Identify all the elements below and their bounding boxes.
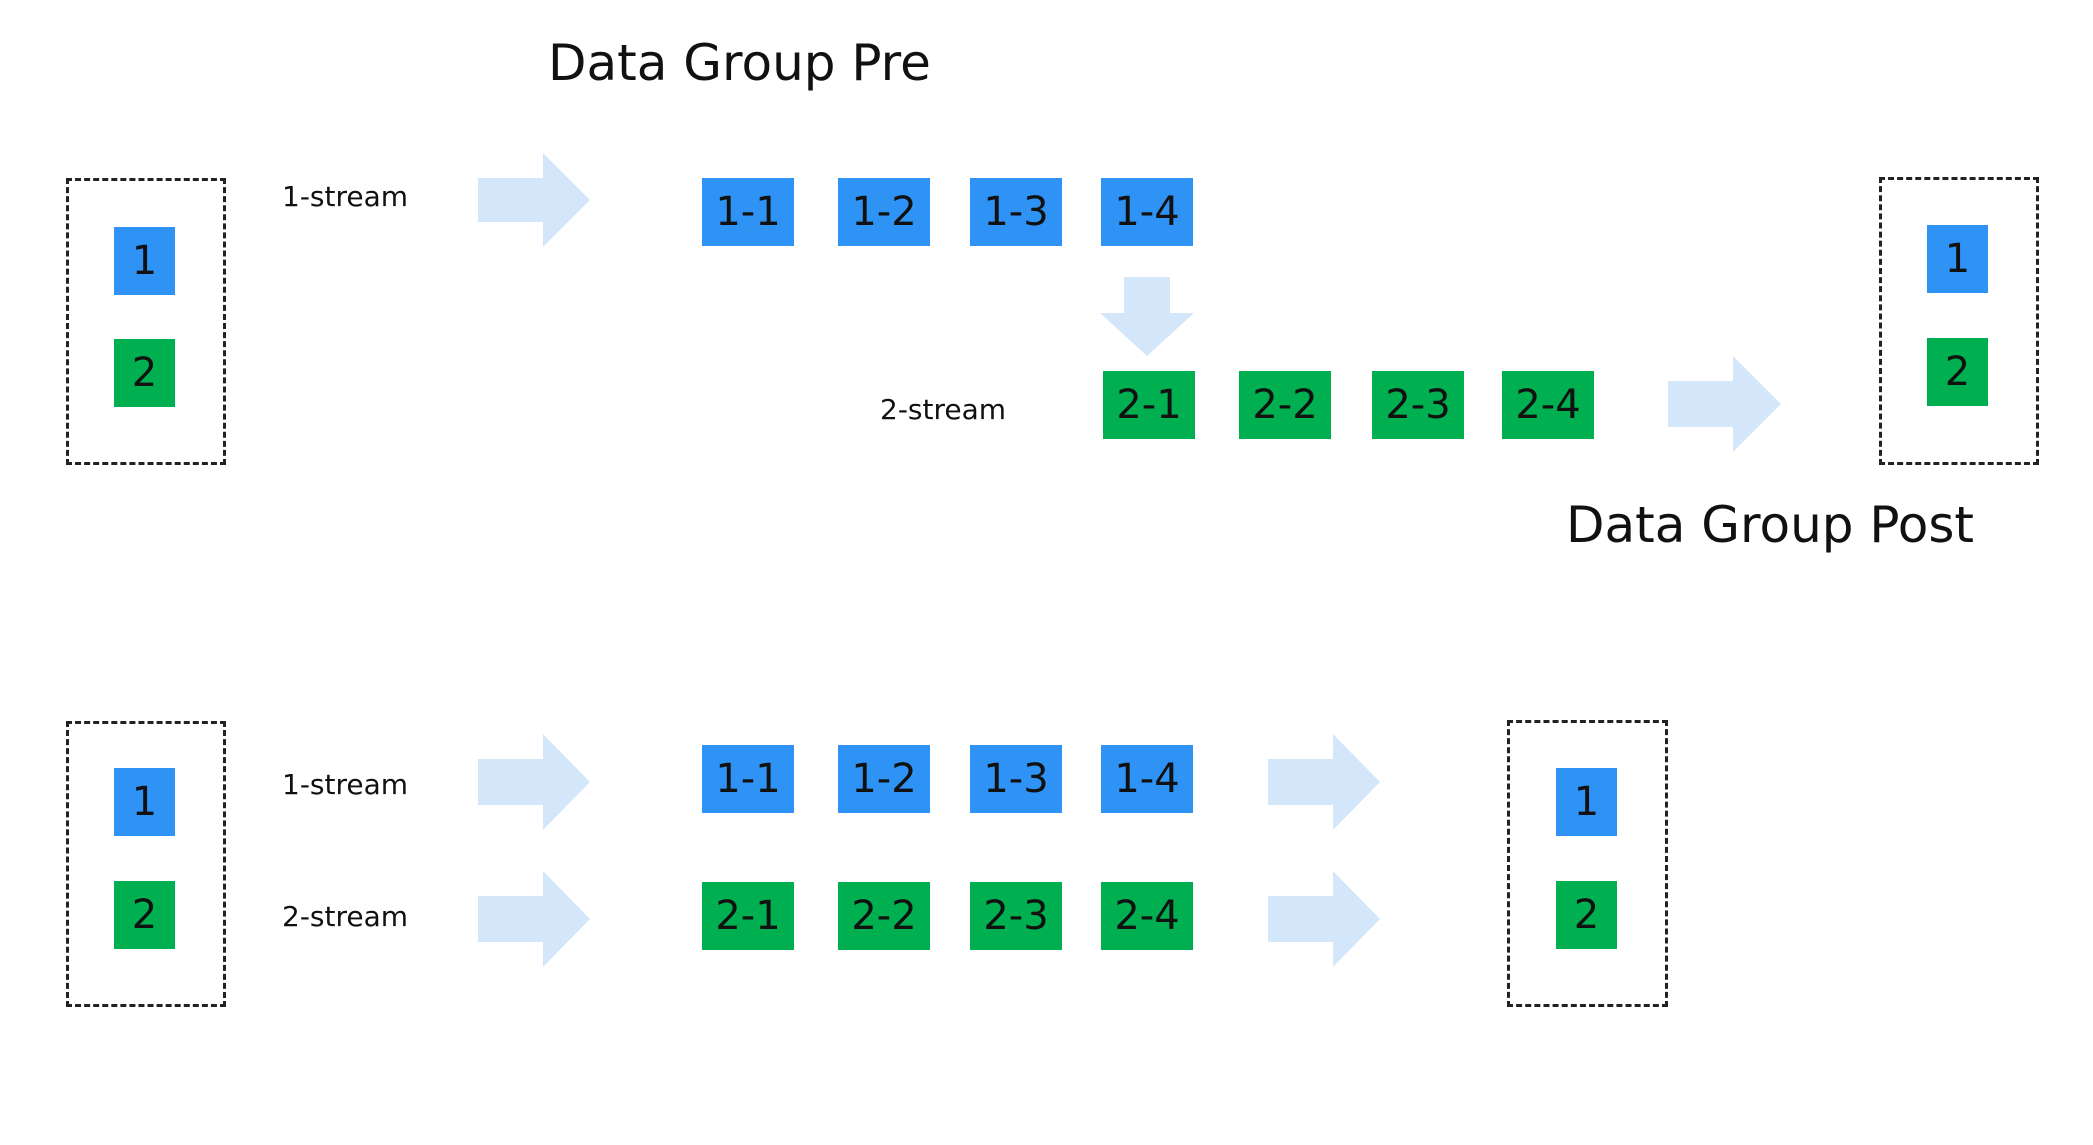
arrow-right-icon — [1268, 871, 1380, 967]
top-stream-1-label: 1-stream — [282, 180, 409, 213]
bottom-input-group — [66, 721, 226, 1007]
top-stream-2-block-4: 2-4 — [1502, 371, 1594, 439]
title-data-group-pre: Data Group Pre — [548, 34, 931, 92]
top-input-group — [66, 178, 226, 465]
top-input-block-1: 1 — [114, 227, 175, 295]
arrow-right-icon — [1668, 356, 1781, 452]
arrow-down-icon — [1100, 277, 1194, 356]
bottom-stream-2-block-4: 2-4 — [1101, 882, 1193, 950]
bottom-stream-2-block-1: 2-1 — [702, 882, 794, 950]
bottom-stream-1-block-2: 1-2 — [838, 745, 930, 813]
arrow-right-icon — [478, 734, 590, 830]
arrow-right-icon — [1268, 734, 1380, 830]
bottom-output-block-2: 2 — [1556, 881, 1617, 949]
top-stream-2-block-1: 2-1 — [1103, 371, 1195, 439]
bottom-stream-2-block-3: 2-3 — [970, 882, 1062, 950]
bottom-stream-1-block-4: 1-4 — [1101, 745, 1193, 813]
top-output-block-1: 1 — [1927, 225, 1988, 293]
top-stream-1-block-3: 1-3 — [970, 178, 1062, 246]
arrow-right-icon — [478, 871, 590, 967]
bottom-stream-2-label: 2-stream — [282, 900, 409, 933]
top-output-group — [1879, 177, 2039, 465]
top-stream-2-block-2: 2-2 — [1239, 371, 1331, 439]
top-stream-1-block-4: 1-4 — [1101, 178, 1193, 246]
bottom-stream-1-block-3: 1-3 — [970, 745, 1062, 813]
top-output-block-2: 2 — [1927, 338, 1988, 406]
bottom-stream-1-block-1: 1-1 — [702, 745, 794, 813]
bottom-input-block-1: 1 — [114, 768, 175, 836]
arrow-right-icon — [478, 153, 590, 247]
title-data-group-post: Data Group Post — [1566, 496, 1975, 554]
top-input-block-2: 2 — [114, 339, 175, 407]
top-stream-2-block-3: 2-3 — [1372, 371, 1464, 439]
top-stream-2-label: 2-stream — [880, 393, 1007, 426]
top-stream-1-block-1: 1-1 — [702, 178, 794, 246]
top-stream-1-block-2: 1-2 — [838, 178, 930, 246]
bottom-stream-1-label: 1-stream — [282, 768, 409, 801]
bottom-input-block-2: 2 — [114, 881, 175, 949]
bottom-output-block-1: 1 — [1556, 768, 1617, 836]
bottom-stream-2-block-2: 2-2 — [838, 882, 930, 950]
bottom-output-group — [1507, 720, 1668, 1007]
